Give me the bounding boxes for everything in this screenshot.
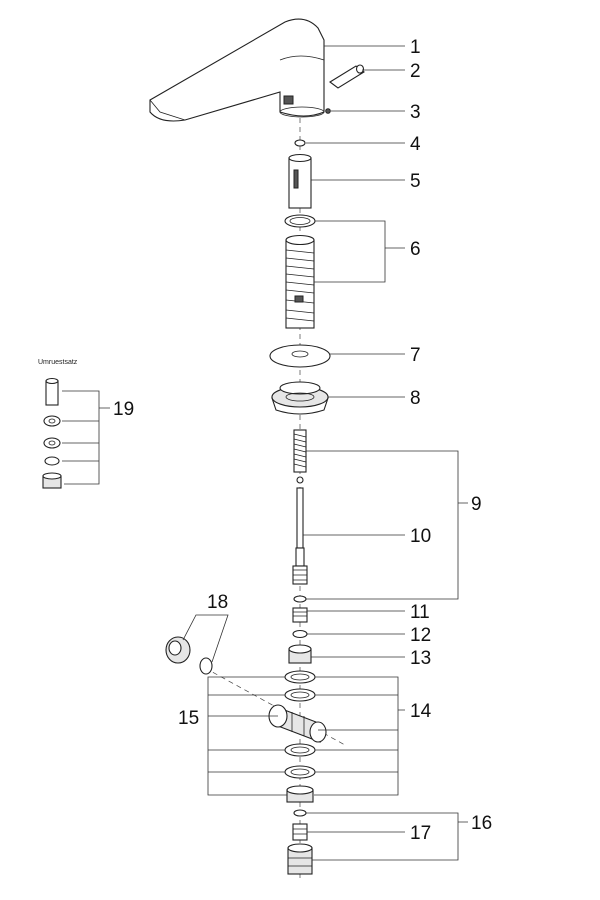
callout-2: 2 — [410, 61, 421, 82]
flange-disc — [269, 344, 331, 368]
connector-nut — [287, 843, 313, 875]
kit-leaders — [62, 390, 110, 485]
callout-4: 4 — [410, 134, 421, 155]
spout-body — [149, 18, 325, 122]
callout-10: 10 — [410, 526, 431, 547]
callout-11: 11 — [410, 602, 430, 623]
threaded-bush — [292, 607, 308, 623]
callout-14: 14 — [410, 701, 432, 722]
callout-13: 13 — [410, 648, 431, 669]
cylinder-cartridge — [288, 153, 312, 209]
pin — [329, 64, 365, 89]
callout-3: 3 — [410, 102, 421, 123]
callout-7: 7 — [410, 345, 421, 366]
callout-numbers: 1 2 3 4 5 6 7 8 9 10 11 12 13 14 15 16 1… — [38, 37, 492, 844]
callout-19: 19 — [113, 399, 134, 420]
callout-12: 12 — [410, 625, 431, 646]
callout-8: 8 — [410, 388, 421, 409]
callout-16: 16 — [471, 813, 492, 834]
conversion-kit — [42, 377, 62, 489]
callout-5: 5 — [410, 171, 421, 192]
small-o-ring — [293, 809, 307, 817]
gasket — [199, 657, 213, 675]
connection-nut — [165, 636, 213, 675]
knurled-nut — [288, 644, 312, 664]
spindle-rod — [292, 487, 308, 585]
callout-6: 6 — [410, 239, 421, 260]
bottom-nut — [286, 785, 314, 803]
callout-17: 17 — [410, 823, 431, 844]
small-screw — [325, 108, 331, 114]
kit-label: Umruestsatz — [38, 359, 78, 366]
spring — [293, 429, 307, 484]
callout-15: 15 — [178, 708, 199, 729]
mounting-nut — [271, 381, 329, 415]
leader-lines — [182, 45, 468, 861]
callout-1: 1 — [410, 37, 421, 58]
callout-18: 18 — [207, 592, 228, 613]
washer — [292, 629, 308, 639]
threaded-sleeve — [285, 234, 315, 329]
adapter-bush — [292, 823, 308, 841]
tee-fitting — [268, 704, 327, 743]
small-washer — [293, 595, 307, 603]
callout-9: 9 — [471, 494, 482, 515]
o-ring — [284, 214, 316, 228]
logo-mark — [283, 95, 294, 105]
small-ring — [294, 139, 306, 147]
